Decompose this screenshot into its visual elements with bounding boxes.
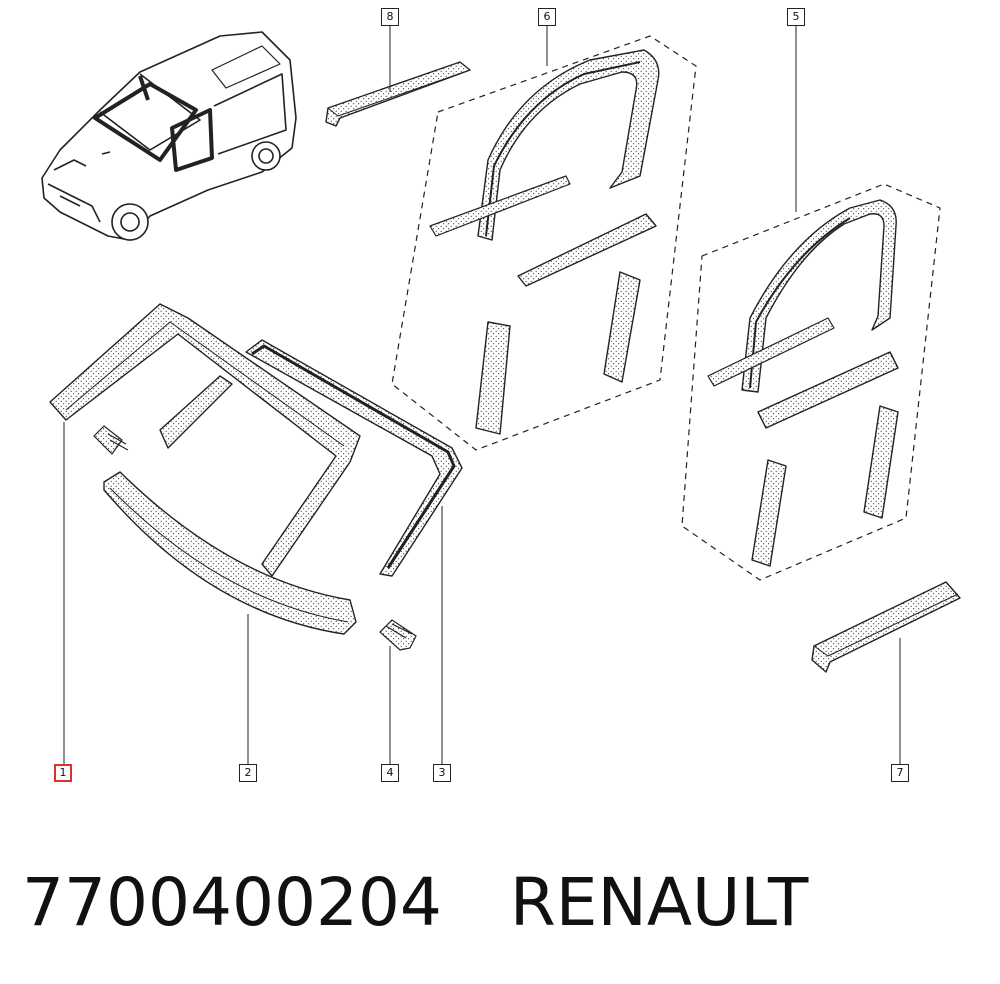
part-1-inner-strip bbox=[159, 375, 233, 449]
part-4-clip-lower bbox=[379, 619, 417, 651]
leader-lines bbox=[63, 26, 901, 764]
part-8-rail bbox=[325, 61, 471, 127]
callout-8-label: 8 bbox=[386, 10, 394, 23]
brand-name: RENAULT bbox=[509, 864, 809, 941]
part-1-seal-frame bbox=[49, 303, 361, 577]
callout-7-label: 7 bbox=[896, 766, 904, 779]
group-6-door-seals bbox=[391, 35, 697, 451]
part-4-clip-upper bbox=[93, 425, 129, 455]
parts-illustration bbox=[41, 26, 961, 764]
callout-2-label: 2 bbox=[244, 766, 252, 779]
part-number: 7700400204 bbox=[22, 864, 442, 941]
callout-7[interactable]: 7 bbox=[891, 764, 909, 782]
parts-diagram: 1 2 3 4 5 6 7 8 bbox=[41, 8, 961, 782]
callout-6[interactable]: 6 bbox=[538, 8, 556, 26]
callout-6-label: 6 bbox=[543, 10, 551, 23]
footer-caption: 7700400204 RENAULT bbox=[22, 858, 982, 948]
callout-3[interactable]: 3 bbox=[433, 764, 451, 782]
part-7-sill-strip bbox=[811, 581, 961, 673]
callout-1-label: 1 bbox=[59, 766, 67, 779]
callout-1[interactable]: 1 bbox=[54, 764, 72, 782]
callout-5[interactable]: 5 bbox=[787, 8, 805, 26]
callout-3-label: 3 bbox=[438, 766, 446, 779]
callout-4-label: 4 bbox=[386, 766, 394, 779]
callout-2[interactable]: 2 bbox=[239, 764, 257, 782]
callout-8[interactable]: 8 bbox=[381, 8, 399, 26]
part-2-lower-strip bbox=[103, 471, 357, 635]
callout-5-label: 5 bbox=[792, 10, 800, 23]
van-illustration bbox=[41, 31, 297, 241]
callout-4[interactable]: 4 bbox=[381, 764, 399, 782]
part-3-gasket bbox=[245, 339, 463, 577]
group-5-door-seals bbox=[681, 183, 941, 581]
